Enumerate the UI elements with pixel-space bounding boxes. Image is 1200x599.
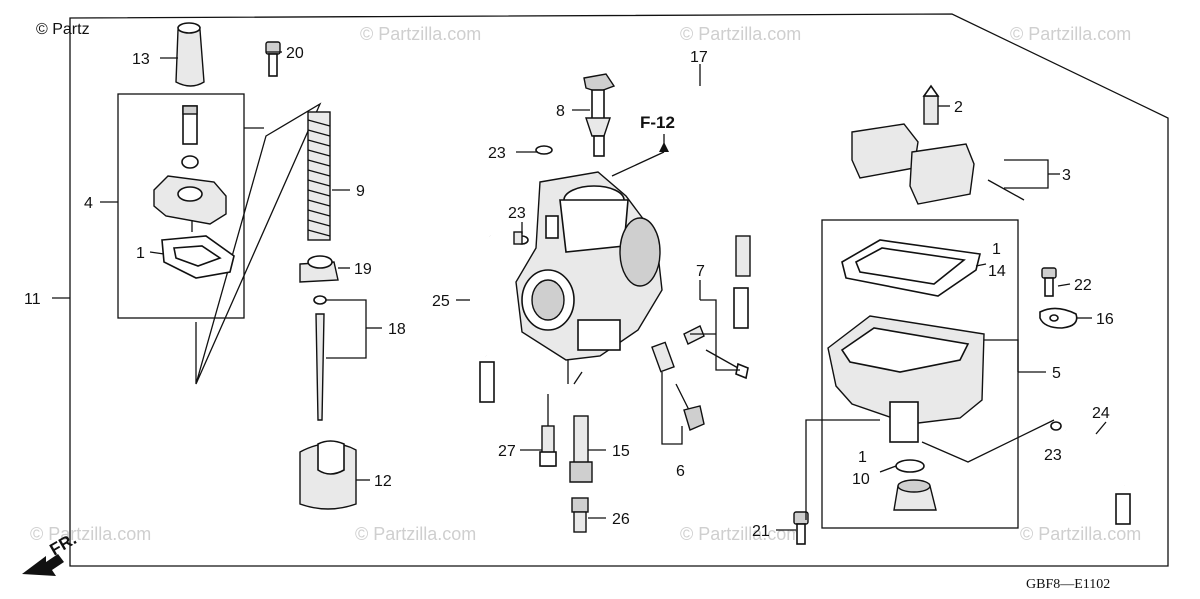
callout-8: 8 (556, 103, 565, 120)
callout-24: 24 (1092, 405, 1110, 422)
part-23-clip-b (513, 231, 529, 245)
callout-26: 26 (612, 511, 630, 528)
part-23-clip-a (535, 145, 553, 155)
callout-7: 7 (696, 263, 705, 280)
group-box-5 (821, 219, 1019, 529)
part-2-float-pin (922, 84, 940, 125)
leader-lines (52, 51, 1107, 531)
part-8-stop-screw (583, 73, 616, 157)
callout-12: 12 (374, 473, 392, 490)
watermark-7: © Partzilla.com (1020, 524, 1141, 544)
part-1-gasket (161, 235, 235, 279)
callout-23-top: 23 (488, 145, 506, 162)
part-cap-bolt (181, 105, 199, 169)
part-3-float (851, 123, 1025, 205)
corner-watermark: © Partz (36, 21, 90, 38)
callout-25: 25 (432, 293, 450, 310)
callout-9: 9 (356, 183, 365, 200)
callout-5: 5 (1052, 365, 1061, 382)
callout-1-right: 1 (992, 241, 1001, 258)
callout-1-left: 1 (136, 245, 145, 262)
diagram-code: GBF8—E1102 (1026, 577, 1110, 592)
callout-6: 6 (676, 463, 685, 480)
part-20-screw (265, 41, 281, 77)
watermark-3: © Partzilla.com (1010, 24, 1131, 44)
callout-23-right: 23 (1044, 447, 1062, 464)
part-24-tube (1065, 429, 1125, 487)
callout-22: 22 (1074, 277, 1092, 294)
part-17-tube-piece (733, 287, 749, 329)
carburetor-body (515, 171, 663, 384)
part-21-screw (793, 511, 809, 545)
reference-arrow (659, 142, 669, 152)
reference-label: F-12 (640, 113, 675, 132)
callout-15: 15 (612, 443, 630, 460)
callout-19: 19 (354, 261, 372, 278)
part-16-plate (1039, 307, 1078, 329)
part-14-bowl-gasket (841, 239, 981, 297)
watermarks: © Partzilla.com © Partzilla.com © Partzi… (30, 24, 1141, 544)
callout-10: 10 (852, 471, 870, 488)
callout-20: 20 (286, 45, 304, 62)
callout-21: 21 (752, 523, 770, 540)
part-5-float-bowl (827, 315, 985, 443)
part-top-cap (153, 175, 227, 232)
part-27-jet (539, 425, 557, 467)
callout-1-bottom: 1 (858, 449, 867, 466)
group-box-4 (117, 93, 245, 319)
callout-numbers: 13 20 4 1 11 9 19 18 12 8 23 23 25 17 7 … (24, 45, 1114, 540)
watermark-4: © Partzilla.com (30, 524, 151, 544)
part-9-spring (307, 111, 331, 241)
part-6-screw-set (651, 341, 705, 431)
part-15-needle-jet (569, 415, 593, 483)
part-24-tube-piece (1115, 493, 1131, 525)
part-18-needle (313, 295, 327, 421)
watermark-1: © Partzilla.com (360, 24, 481, 44)
callout-18: 18 (388, 321, 406, 338)
part-10-o-ring (895, 459, 925, 473)
part-22-screw (1041, 267, 1057, 297)
part-23-clip-c (1050, 421, 1062, 431)
callout-3: 3 (1062, 167, 1071, 184)
callout-16: 16 (1096, 311, 1114, 328)
watermark-6: © Partzilla.com (680, 524, 801, 544)
callout-27: 27 (498, 443, 516, 460)
part-12-throttle-valve (299, 440, 357, 510)
part-26-main-jet (571, 497, 589, 533)
callout-2: 2 (954, 99, 963, 116)
callout-23-mid: 23 (508, 205, 526, 222)
part-drain-plug (893, 479, 937, 511)
part-25-tube-piece (479, 361, 495, 403)
part-7-pilot-screw (683, 325, 749, 380)
callout-17: 17 (690, 49, 708, 66)
part-19-holder (299, 255, 339, 283)
part-13-foam (175, 22, 205, 87)
watermark-2: © Partzilla.com (680, 24, 801, 44)
callout-13: 13 (132, 51, 150, 68)
callout-14: 14 (988, 263, 1006, 280)
connector-lines-left (195, 102, 322, 385)
part-17-tube-end (735, 235, 751, 277)
assembly-outline-11 (69, 13, 1169, 567)
callout-4: 4 (84, 195, 93, 212)
watermark-5: © Partzilla.com (355, 524, 476, 544)
callout-11: 11 (24, 291, 41, 308)
